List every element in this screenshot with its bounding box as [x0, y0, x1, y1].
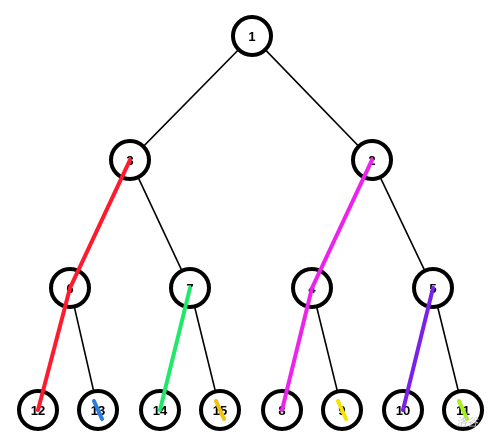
- highlight-path-7: [401, 286, 435, 412]
- tree-node-1: 1: [231, 15, 273, 57]
- tree-edge-n2-n5: [371, 159, 434, 289]
- watermark: 洛谷: [456, 416, 479, 429]
- highlight-path-3: [158, 286, 192, 412]
- node-label: 1: [248, 29, 255, 44]
- highlight-path-2: [92, 399, 104, 421]
- tree-edge-n1-n3: [129, 35, 253, 161]
- tree-edge-n1-n2: [251, 35, 373, 161]
- highlight-path-5: [280, 158, 374, 412]
- tree-node-11: 11: [442, 389, 484, 431]
- tree-edge-n3-n7: [129, 159, 191, 289]
- highlight-path-1: [36, 158, 132, 412]
- highlight-path-4: [214, 399, 226, 421]
- highlight-path-8: [457, 399, 469, 421]
- node-circle: [231, 15, 273, 57]
- highlight-path-6: [336, 399, 348, 421]
- highlight-paths: [36, 158, 469, 421]
